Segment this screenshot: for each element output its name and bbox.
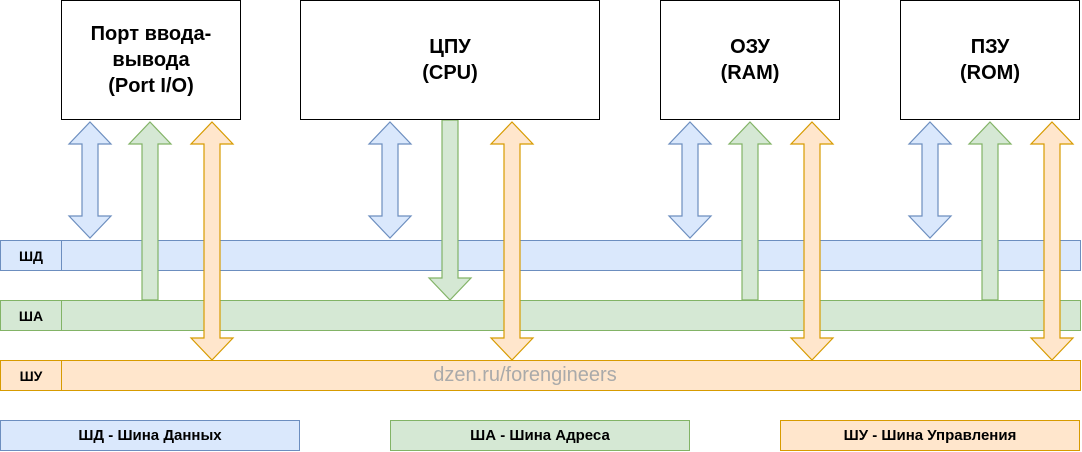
arrow-rom-address-bus [967, 121, 1013, 301]
io-port-box: Порт ввода- вывода (Port I/O) [61, 0, 241, 120]
arrow-cpu-control-bus [489, 121, 535, 361]
arrow-rom-control-bus [1029, 121, 1075, 361]
address-bus-label-box: ША [0, 300, 62, 331]
legend-data-bus: ШД - Шина Данных [0, 420, 300, 451]
address-bus-bar [61, 300, 1081, 331]
legend-control-bus-text: ШУ - Шина Управления [843, 427, 1017, 444]
cpu-label: ЦПУ (CPU) [422, 36, 478, 84]
control-bus-label: ШУ [19, 367, 43, 384]
legend-control-bus: ШУ - Шина Управления [780, 420, 1080, 451]
arrow-ram-address-bus [727, 121, 773, 301]
control-bus-bar [61, 360, 1081, 391]
cpu-box: ЦПУ (CPU) [300, 0, 600, 120]
data-bus-label: ШД [18, 247, 44, 264]
arrow-io-control-bus [189, 121, 235, 361]
rom-label: ПЗУ (ROM) [960, 36, 1020, 84]
ram-label: ОЗУ (RAM) [720, 36, 780, 84]
legend-address-bus-text: ША - Шина Адреса [470, 427, 610, 444]
rom-box: ПЗУ (ROM) [900, 0, 1080, 120]
watermark: dzen.ru/forengineers [433, 364, 617, 386]
arrow-io-data-bus [67, 121, 113, 239]
arrow-rom-data-bus [907, 121, 953, 239]
io-port-label: Порт ввода- вывода (Port I/O) [90, 23, 212, 97]
legend-address-bus: ША - Шина Адреса [390, 420, 690, 451]
control-bus-label-box: ШУ [0, 360, 62, 391]
arrow-io-address-bus [127, 121, 173, 301]
arrow-ram-control-bus [789, 121, 835, 361]
arrow-ram-data-bus [667, 121, 713, 239]
ram-box: ОЗУ (RAM) [660, 0, 840, 120]
legend-data-bus-text: ШД - Шина Данных [78, 427, 222, 444]
address-bus-label: ША [18, 307, 44, 324]
arrow-cpu-address-bus [427, 119, 473, 301]
data-bus-bar [61, 240, 1081, 271]
arrow-cpu-data-bus [367, 121, 413, 239]
data-bus-label-box: ШД [0, 240, 62, 271]
